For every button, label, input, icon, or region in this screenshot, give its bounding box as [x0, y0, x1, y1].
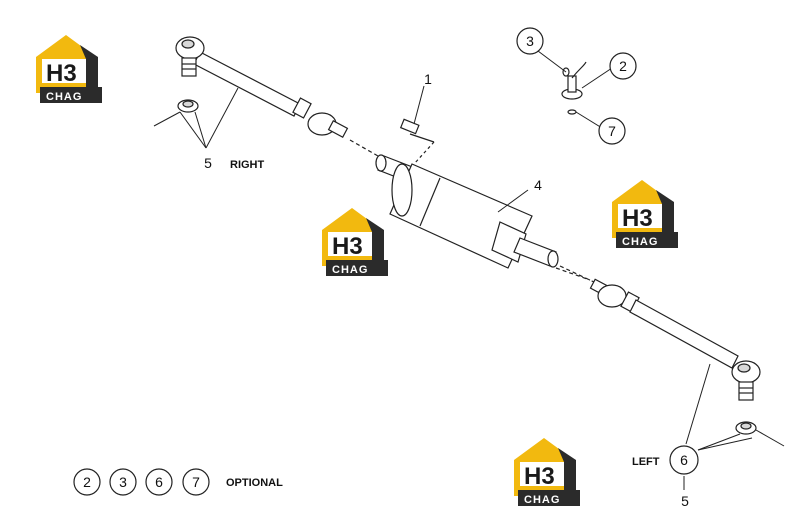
callout-3: 3	[516, 27, 544, 55]
callout-4: 4	[534, 177, 542, 193]
logo-mark: H3	[46, 60, 77, 87]
jam-nut-right	[177, 99, 199, 113]
brand-logo: H3 CHAG	[322, 208, 388, 276]
logo-word: CHAG	[332, 264, 368, 276]
legend-item: 7	[182, 468, 210, 496]
logo-word: CHAG	[622, 236, 658, 248]
right-tie-rod	[175, 36, 379, 157]
logo-mark: H3	[332, 233, 363, 260]
right-side-label: RIGHT	[230, 159, 265, 171]
callout-lines-6-left	[683, 363, 785, 490]
grease-fitting	[399, 118, 435, 165]
logo-word: CHAG	[524, 494, 560, 506]
logo-mark: H3	[524, 463, 555, 490]
logo-mark: H3	[622, 205, 653, 232]
brand-logo: H3 CHAG	[612, 180, 678, 248]
callout-3-label: 3	[526, 33, 534, 49]
callout-2: 2	[609, 52, 637, 80]
callout-5-left: 5	[681, 493, 689, 509]
left-side-label: LEFT	[632, 456, 660, 468]
callout-7: 7	[598, 117, 626, 145]
steering-cylinder	[375, 154, 591, 281]
legend-item-label: 7	[192, 474, 200, 490]
callout-1: 1	[424, 71, 432, 87]
callout-6: 6	[669, 445, 699, 475]
legend-item-label: 6	[155, 474, 163, 490]
callout-2-label: 2	[619, 58, 627, 74]
callout-5-right: 5	[204, 155, 212, 171]
optional-label: OPTIONAL	[226, 477, 283, 489]
legend-item-label: 2	[83, 474, 91, 490]
legend-item: 3	[109, 468, 137, 496]
legend-item: 2	[73, 468, 101, 496]
callout-lines-5-right	[153, 87, 239, 149]
logo-word: CHAG	[46, 91, 82, 103]
jam-nut-left	[735, 421, 757, 435]
optional-legend: 2 3 6 7 OPTIONAL	[73, 468, 283, 496]
callout-7-label: 7	[608, 123, 616, 139]
leader-lines	[413, 47, 613, 213]
left-tie-rod	[559, 265, 761, 401]
legend-item: 6	[145, 468, 173, 496]
callout-6-label: 6	[680, 452, 688, 468]
legend-item-label: 3	[119, 474, 127, 490]
brand-logo: H3 CHAG	[514, 438, 580, 506]
brand-logo: H3 CHAG	[36, 35, 102, 103]
